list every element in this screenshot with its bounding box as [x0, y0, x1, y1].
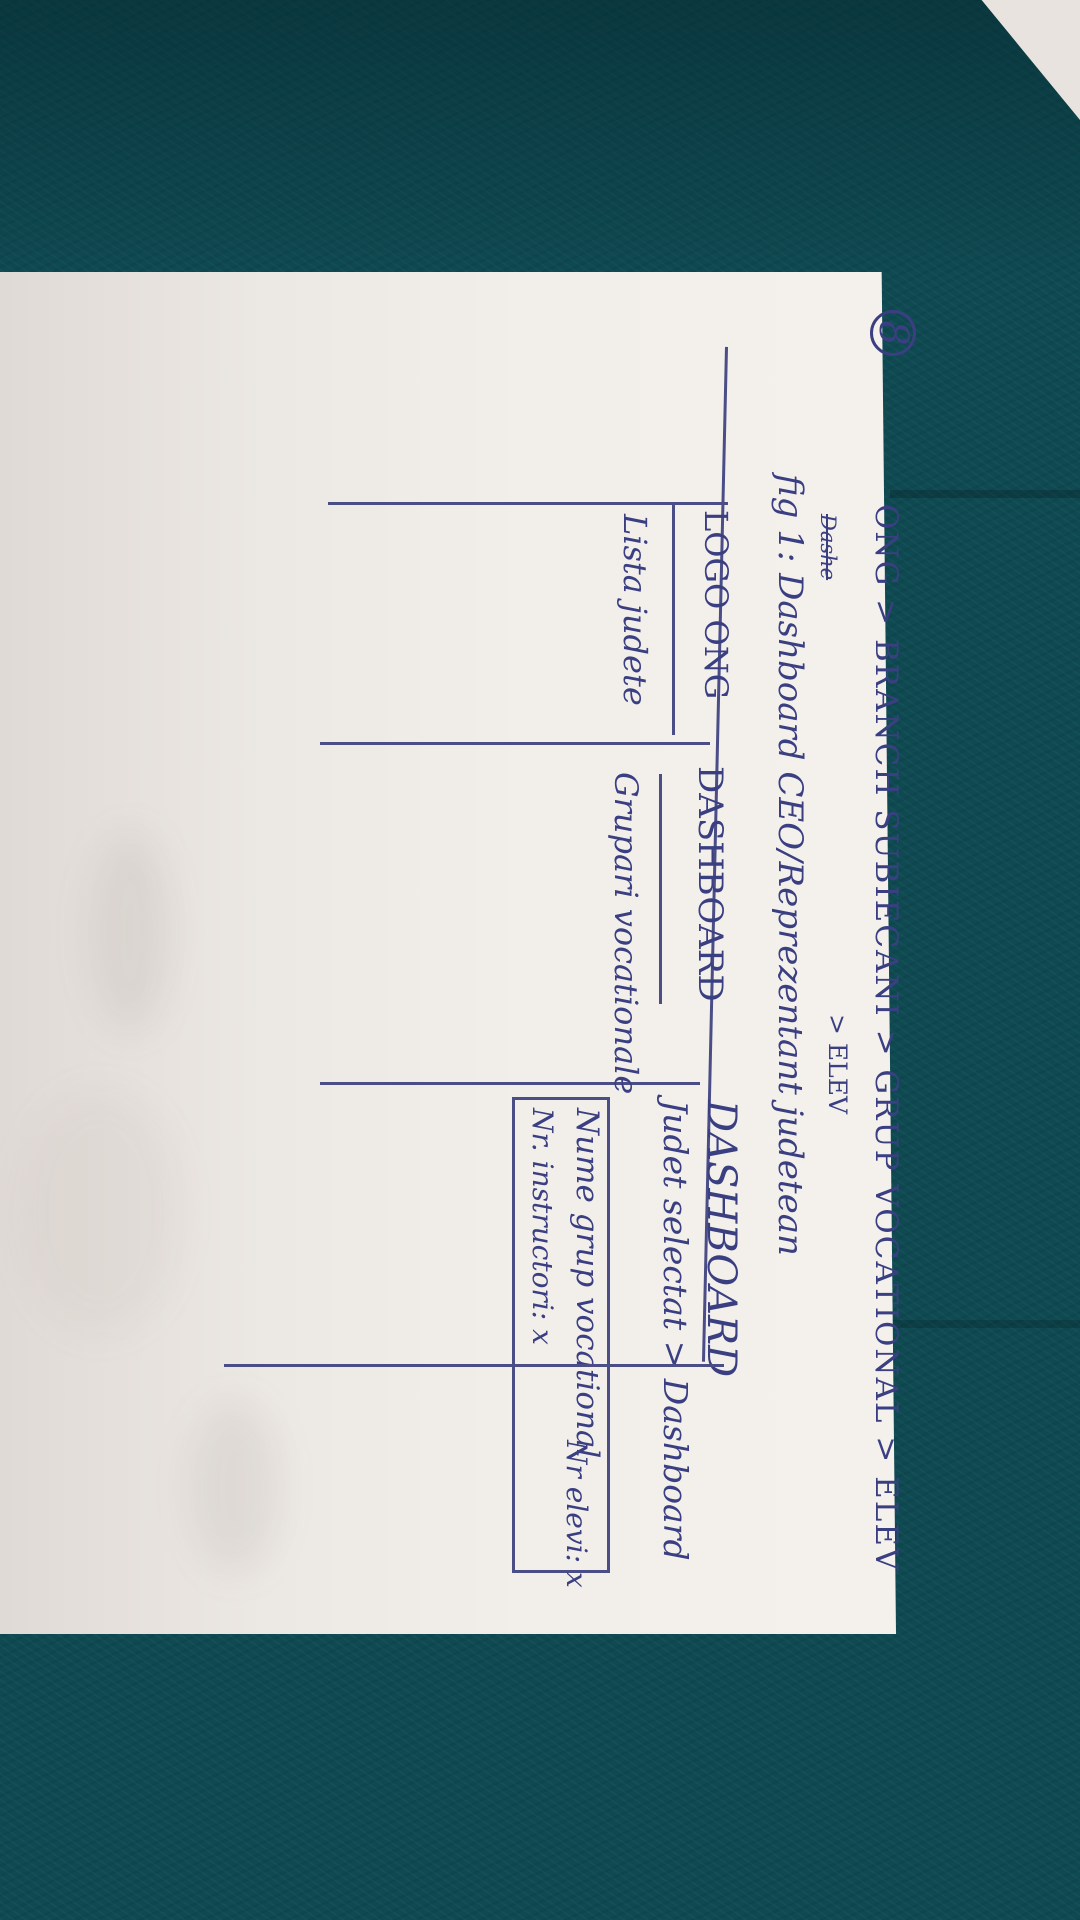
- logo-placeholder: LOGO ONG: [697, 510, 735, 700]
- page-right-border: [224, 1364, 724, 1367]
- vocational-group-card: Nume grup vocational Nr elevi: x Nr. ins…: [512, 1097, 610, 1588]
- title-underline: [659, 774, 662, 1004]
- fabric-fold: [890, 1320, 1080, 1328]
- county-list-label: Lista judete: [616, 514, 654, 706]
- breadcrumb: ONG > BRANCH SUBIECANI > GRUP VOCATIONAL…: [868, 504, 904, 1573]
- paper-smudge: [20, 1092, 180, 1332]
- fabric-fold: [890, 490, 1080, 498]
- paper-sheet: [0, 272, 896, 1634]
- breadcrumb-right: Judet selectat > Dashboard: [656, 1100, 695, 1561]
- struck-word: Dashe: [816, 514, 840, 581]
- vocational-groups-label: Grupari vocationale: [607, 772, 645, 1095]
- paper-smudge: [90, 832, 170, 1032]
- figure-caption: fig 1: Dashboard CEO/Reprezentant judete…: [770, 474, 810, 1256]
- page-number: 8: [870, 310, 916, 356]
- group-name: Nume grup vocational: [569, 1108, 605, 1459]
- breadcrumb-continuation: > ELEV: [823, 1014, 852, 1115]
- dashboard-title: DASHBOARD: [690, 766, 730, 1002]
- logo-underline: [672, 505, 675, 735]
- paper-smudge: [190, 1402, 280, 1572]
- background-shadow: [0, 0, 1080, 290]
- student-count: Nr elevi: x: [560, 1440, 593, 1588]
- sidebar-divider: [328, 502, 728, 505]
- dashboard-title-right: DASHBOARD: [698, 1100, 744, 1378]
- column-divider: [320, 742, 710, 745]
- instructor-count: Nr. instructori: x: [526, 1108, 559, 1345]
- wireframe-sketch: 8 ONG > BRANCH SUBIECANI > GRUP VOCATION…: [170, 302, 916, 1642]
